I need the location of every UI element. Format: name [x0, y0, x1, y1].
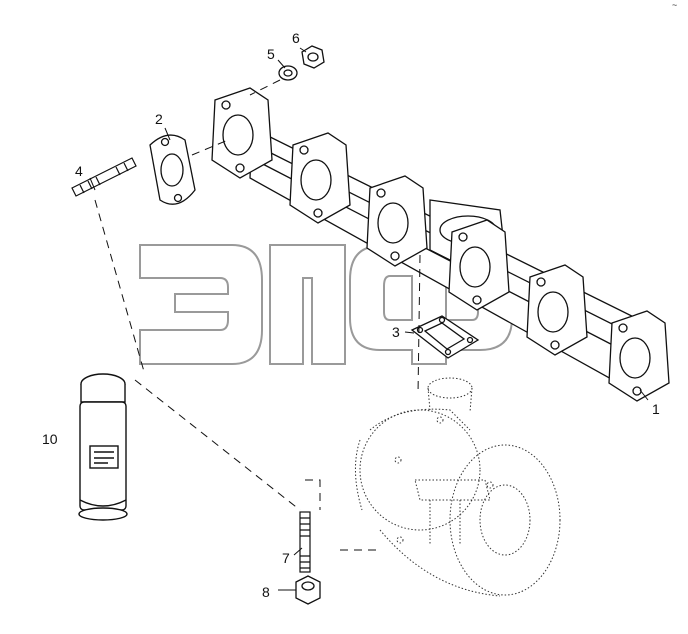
manifold-flange-4	[448, 219, 510, 311]
callout-8: 8	[262, 584, 270, 600]
callout-10: 10	[42, 431, 58, 447]
callout-1: 1	[652, 401, 660, 417]
turbocharger-ghost	[354, 377, 561, 597]
hex-nut-bottom	[295, 575, 321, 605]
callout-5: 5	[267, 46, 275, 62]
hex-nut-top	[301, 45, 325, 69]
manifold-flange-1	[211, 87, 273, 179]
manifold-flange-2	[289, 132, 351, 224]
leader-lines	[89, 47, 649, 591]
callout-3: 3	[392, 324, 400, 340]
washer	[278, 65, 298, 81]
turbo-stud	[299, 511, 311, 573]
manifold-flange-3	[366, 175, 428, 267]
callout-2: 2	[155, 111, 163, 127]
stud	[71, 157, 137, 197]
turbo-gasket	[410, 315, 480, 359]
callout-6: 6	[292, 30, 300, 46]
callout-7: 7	[282, 550, 290, 566]
manifold-flange-5	[526, 264, 588, 356]
manifold-gasket	[149, 134, 196, 205]
corner-mark: ~	[672, 0, 677, 10]
exhaust-manifold	[211, 87, 670, 402]
assembly-lines	[94, 79, 421, 551]
callout-4: 4	[75, 163, 83, 179]
sealant-tube	[78, 373, 128, 521]
manifold-flange-6	[608, 310, 670, 402]
